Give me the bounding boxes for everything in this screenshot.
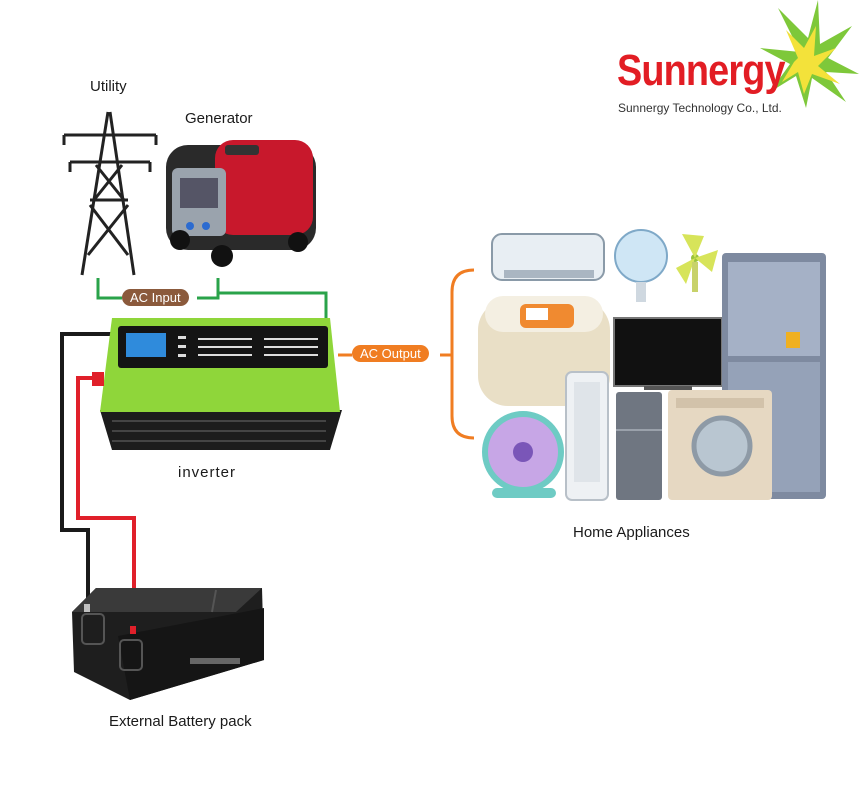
logo-wordmark: Sunnergy: [617, 46, 785, 95]
sun-star-icon: [760, 0, 859, 108]
logo-company: Sunnergy Technology Co., Ltd.: [618, 101, 782, 115]
ac-input-line-generator: [197, 278, 220, 300]
utility-tower-icon: [62, 111, 158, 276]
ac-output-bracket: [450, 268, 475, 440]
battery-pack-label: External Battery pack: [109, 713, 252, 730]
inverter-icon: [92, 318, 342, 450]
generator-icon: [166, 140, 316, 267]
utility-label: Utility: [90, 78, 127, 95]
battery-negative-cable: [60, 332, 112, 610]
inverter-label: inverter: [178, 464, 237, 481]
appliances-icon: [478, 229, 826, 501]
home-appliances-label: Home Appliances: [573, 524, 690, 541]
battery-icon: [72, 588, 264, 700]
ac-input-line-inverter: [218, 291, 328, 318]
battery-positive-cable: [76, 376, 136, 632]
ac-input-badge: AC Input: [122, 289, 189, 306]
ac-input-line-utility: [96, 278, 122, 300]
ac-output-badge: AC Output: [352, 345, 429, 362]
generator-label: Generator: [185, 110, 253, 127]
